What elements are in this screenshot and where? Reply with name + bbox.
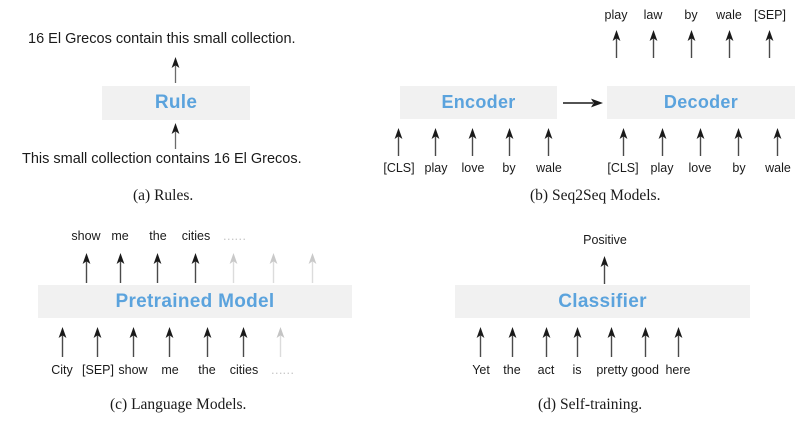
panel-d-classifier-box: Classifier xyxy=(455,285,750,318)
panel-a-box-label: Rule xyxy=(154,92,198,113)
up-arrow-icon xyxy=(152,253,163,283)
panel-c-input-token: show xyxy=(118,363,148,377)
up-arrow-icon-dim xyxy=(268,253,279,283)
up-arrow-icon xyxy=(81,253,92,283)
panel-b-decoder-input-token: [CLS] xyxy=(607,161,639,175)
up-arrow-icon xyxy=(695,128,706,156)
up-arrow-icon xyxy=(733,128,744,156)
panel-b-encoder-input-token: play xyxy=(424,161,448,175)
panel-c-output-ellipsis: …… xyxy=(222,229,247,243)
up-arrow-icon xyxy=(541,327,552,357)
up-arrow-icon xyxy=(475,327,486,357)
panel-c-caption: (c) Language Models. xyxy=(110,396,247,413)
panel-c-input-token: the xyxy=(198,363,216,377)
panel-c-box-label: Pretrained Model xyxy=(115,290,275,312)
panel-c-output-token: cities xyxy=(181,229,211,243)
up-arrow-icon xyxy=(57,327,68,357)
up-arrow-icon xyxy=(467,128,478,156)
panel-b-encoder-input-token: wale xyxy=(536,161,562,175)
up-arrow-icon xyxy=(92,327,103,357)
up-arrow-icon xyxy=(128,327,139,357)
panel-d-input-token: pretty xyxy=(596,363,628,377)
panel-c-output-token: me xyxy=(111,229,129,243)
panel-b-encoder-input-token: by xyxy=(502,161,516,175)
panel-d-output-label: Positive xyxy=(583,233,627,247)
panel-b-decoder-input-token: play xyxy=(650,161,674,175)
panel-c-pretrained-model-box: Pretrained Model xyxy=(38,285,352,318)
panel-d-input-token: Yet xyxy=(472,363,490,377)
up-arrow-icon xyxy=(640,327,651,357)
panel-b-decoder-output-token: law xyxy=(643,8,663,22)
up-arrow-icon xyxy=(599,256,610,284)
panel-b-encoder-input-token: [CLS] xyxy=(383,161,415,175)
up-arrow-icon xyxy=(543,128,554,156)
panel-b-decoder-input-token: wale xyxy=(765,161,791,175)
up-arrow-icon xyxy=(115,253,126,283)
panel-c-input-token: cities xyxy=(229,363,259,377)
panel-d-caption: (d) Self-training. xyxy=(538,396,643,413)
panel-c-output-token: show xyxy=(71,229,101,243)
panel-b-decoder-output-token: play xyxy=(604,8,628,22)
panel-d-input-token: is xyxy=(572,363,582,377)
panel-c-input-token: City xyxy=(51,363,73,377)
up-arrow-icon xyxy=(572,327,583,357)
up-arrow-icon xyxy=(657,128,668,156)
up-arrow-icon xyxy=(504,128,515,156)
up-arrow-icon xyxy=(686,30,697,58)
up-arrow-icon xyxy=(393,128,404,156)
up-arrow-icon xyxy=(238,327,249,357)
up-arrow-icon xyxy=(170,57,181,83)
up-arrow-icon-dim xyxy=(228,253,239,283)
panel-b-decoder-input-token: by xyxy=(732,161,746,175)
up-arrow-icon xyxy=(202,327,213,357)
panel-d-input-token: here xyxy=(665,363,691,377)
up-arrow-icon xyxy=(764,30,775,58)
up-arrow-icon xyxy=(190,253,201,283)
up-arrow-icon xyxy=(673,327,684,357)
panel-b-encoder-box: Encoder xyxy=(400,86,557,119)
panel-c-input-token: [SEP] xyxy=(82,363,114,377)
up-arrow-icon xyxy=(724,30,735,58)
panel-d-input-token: act xyxy=(537,363,555,377)
up-arrow-icon xyxy=(648,30,659,58)
up-arrow-icon xyxy=(618,128,629,156)
panel-c-output-token: the xyxy=(149,229,167,243)
panel-a-output-sentence: 16 El Grecos contain this small collecti… xyxy=(28,31,296,47)
up-arrow-icon-dim xyxy=(275,327,286,357)
panel-b-decoder-output-token: by xyxy=(684,8,698,22)
panel-b-decoder-label: Decoder xyxy=(663,92,739,112)
panel-d-box-label: Classifier xyxy=(558,290,647,312)
panel-b-encoder-label: Encoder xyxy=(441,92,516,112)
up-arrow-icon xyxy=(164,327,175,357)
up-arrow-icon xyxy=(170,123,181,149)
right-arrow-icon xyxy=(563,95,603,116)
panel-b-decoder-output-token: wale xyxy=(716,8,742,22)
up-arrow-icon xyxy=(772,128,783,156)
panel-a-rule-box: Rule xyxy=(102,86,250,120)
panel-b-decoder-box: Decoder xyxy=(607,86,795,119)
panel-a-caption: (a) Rules. xyxy=(133,187,194,204)
panel-d-input-token: the xyxy=(503,363,521,377)
panel-a-input-sentence: This small collection contains 16 El Gre… xyxy=(22,151,302,167)
panel-d-input-token: good xyxy=(631,363,659,377)
up-arrow-icon xyxy=(611,30,622,58)
panel-b-decoder-input-token: love xyxy=(688,161,712,175)
panel-c-input-token: me xyxy=(161,363,179,377)
panel-b-decoder-output-token: [SEP] xyxy=(754,8,786,22)
up-arrow-icon xyxy=(507,327,518,357)
up-arrow-icon-dim xyxy=(307,253,318,283)
panel-c-input-ellipsis: …… xyxy=(270,363,295,377)
up-arrow-icon xyxy=(430,128,441,156)
up-arrow-icon xyxy=(606,327,617,357)
panel-b-caption: (b) Seq2Seq Models. xyxy=(530,187,661,204)
panel-b-encoder-input-token: love xyxy=(461,161,485,175)
